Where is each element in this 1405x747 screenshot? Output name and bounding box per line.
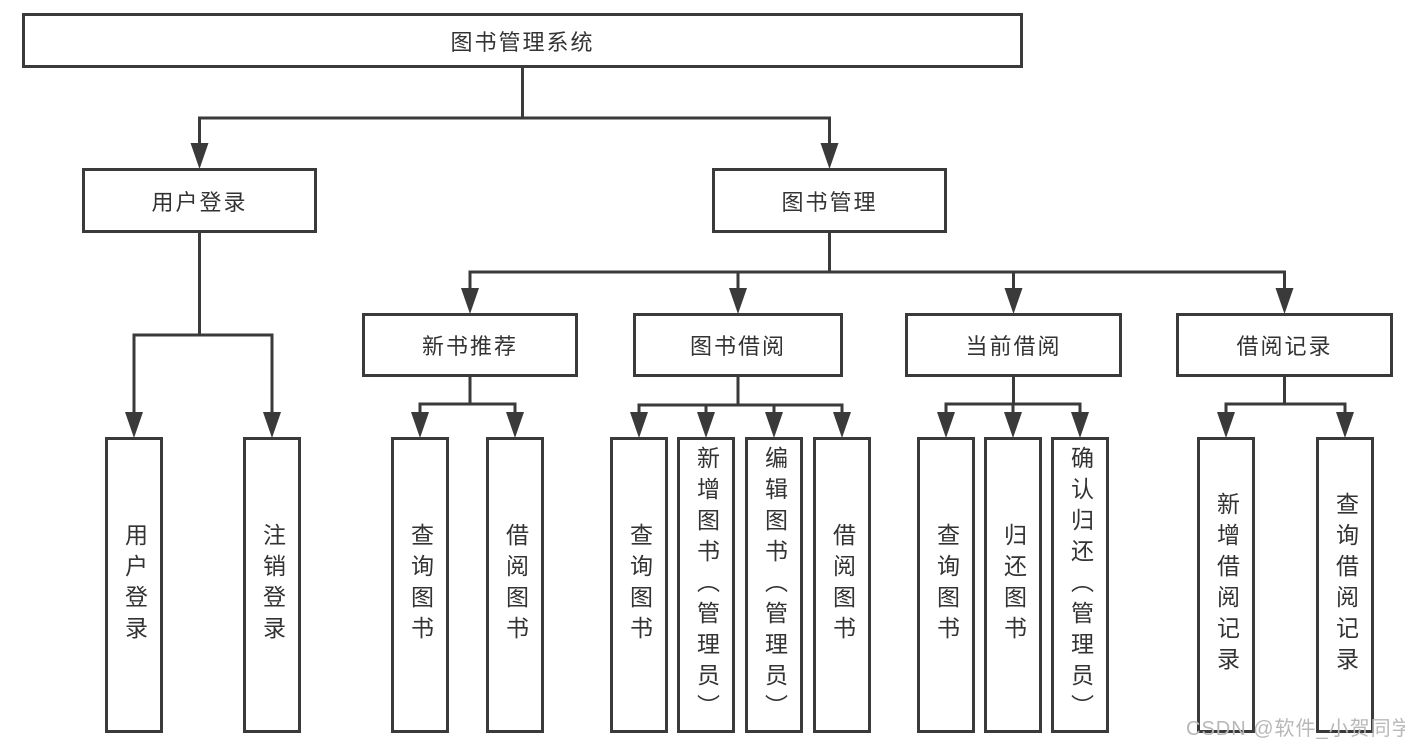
arrowhead-icon [190, 143, 209, 169]
node-label-root: 图书管理系统 [450, 29, 595, 55]
node-leaf-log-query: 查询借阅记录 [1316, 437, 1374, 733]
node-label-borrow: 图书借阅 [689, 334, 786, 359]
arrowhead-icon [263, 412, 281, 438]
node-leaf-bor-query: 查询图书 [610, 437, 668, 733]
node-manage: 图书管理 [712, 168, 947, 233]
node-root: 图书管理系统 [22, 13, 1023, 68]
node-label-leaf-log-add: 新增借阅记录 [1213, 492, 1240, 678]
node-login: 用户登录 [82, 168, 317, 233]
arrowhead-icon [1217, 412, 1235, 438]
node-recommend: 新书推荐 [362, 313, 578, 377]
node-label-leaf-cur-confirm: 确认归还（管理员） [1067, 445, 1094, 725]
node-leaf-rec-borrow: 借阅图书 [486, 437, 544, 733]
arrowhead-icon [697, 412, 715, 438]
arrowhead-icon [1336, 412, 1354, 438]
arrowhead-icon [765, 412, 783, 438]
node-label-leaf-bor-borrow: 借阅图书 [829, 523, 856, 647]
node-leaf-logout: 注销登录 [243, 437, 301, 733]
node-label-leaf-cur-query: 查询图书 [933, 523, 960, 647]
node-label-login: 用户登录 [151, 189, 248, 215]
node-label-current: 当前借阅 [965, 334, 1062, 359]
node-label-leaf-rec-borrow: 借阅图书 [502, 523, 529, 647]
node-records: 借阅记录 [1176, 313, 1393, 377]
node-leaf-cur-return: 归还图书 [984, 437, 1042, 733]
node-label-leaf-bor-query: 查询图书 [626, 523, 653, 647]
node-leaf-cur-confirm: 确认归还（管理员） [1051, 437, 1109, 733]
watermark: CSDN @软件_小贺同学 [1186, 718, 1405, 740]
node-label-leaf-logout: 注销登录 [259, 523, 286, 647]
node-leaf-cur-query: 查询图书 [917, 437, 975, 733]
node-label-leaf-bor-edit: 编辑图书（管理员） [761, 445, 788, 725]
arrowhead-icon [630, 412, 648, 438]
arrowhead-icon [1004, 288, 1023, 314]
arrowhead-icon [461, 288, 479, 314]
node-current: 当前借阅 [905, 313, 1122, 377]
node-leaf-log-add: 新增借阅记录 [1197, 437, 1255, 733]
arrowhead-icon [729, 288, 747, 314]
node-label-leaf-cur-return: 归还图书 [1000, 523, 1027, 647]
arrowhead-icon [1275, 288, 1294, 314]
node-label-manage: 图书管理 [781, 189, 878, 215]
arrowhead-icon [820, 143, 839, 169]
arrowhead-icon [833, 412, 851, 438]
node-borrow: 图书借阅 [633, 313, 843, 377]
node-label-leaf-bor-add: 新增图书（管理员） [693, 445, 720, 725]
arrowhead-icon [1071, 412, 1089, 438]
node-leaf-bor-add: 新增图书（管理员） [677, 437, 735, 733]
node-label-records: 借阅记录 [1236, 334, 1333, 359]
arrowhead-icon [1004, 412, 1022, 438]
node-leaf-bor-borrow: 借阅图书 [813, 437, 871, 733]
node-leaf-user-login: 用户登录 [105, 437, 163, 733]
node-label-leaf-log-query: 查询借阅记录 [1332, 492, 1359, 678]
node-leaf-bor-edit: 编辑图书（管理员） [745, 437, 803, 733]
arrowhead-icon [506, 412, 524, 438]
node-label-recommend: 新书推荐 [421, 334, 518, 359]
arrowhead-icon [125, 412, 143, 438]
node-leaf-rec-query: 查询图书 [391, 437, 449, 733]
node-label-leaf-rec-query: 查询图书 [407, 523, 434, 647]
node-label-leaf-user-login: 用户登录 [121, 523, 148, 647]
arrowhead-icon [411, 412, 429, 438]
arrowhead-icon [937, 412, 955, 438]
